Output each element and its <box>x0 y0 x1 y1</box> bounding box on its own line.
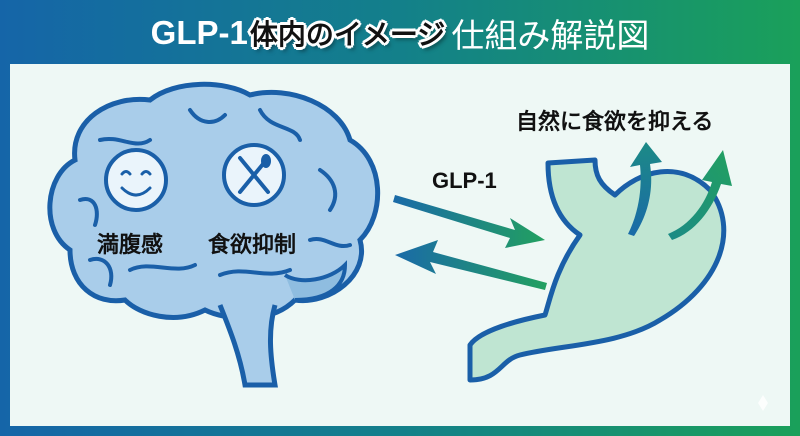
title-sticker: 体内のイメージ <box>249 18 446 51</box>
title-suffix: 仕組み解説図 <box>451 16 650 55</box>
suppress-arrow-2 <box>668 150 732 240</box>
glp1-arrow-label: GLP-1 <box>432 168 497 193</box>
smiley-face-icon <box>104 148 168 212</box>
title-prefix: GLP-1 <box>150 14 248 51</box>
effect-label: 自然に食欲を抑える <box>516 110 714 135</box>
arrow-to-stomach <box>393 195 545 248</box>
brain-label-appetite: 食欲抑制 <box>208 233 297 258</box>
arrow-to-brain <box>395 240 547 290</box>
sparkle-icon <box>758 395 768 411</box>
brain-label-satiety: 満腹感 <box>97 233 164 258</box>
stomach-illustration <box>467 157 727 383</box>
page-title: GLP-1 体内のイメージ 仕組み解説図 <box>0 8 800 58</box>
suppress-arrow-1 <box>628 142 662 236</box>
brain-illustration <box>47 81 381 388</box>
